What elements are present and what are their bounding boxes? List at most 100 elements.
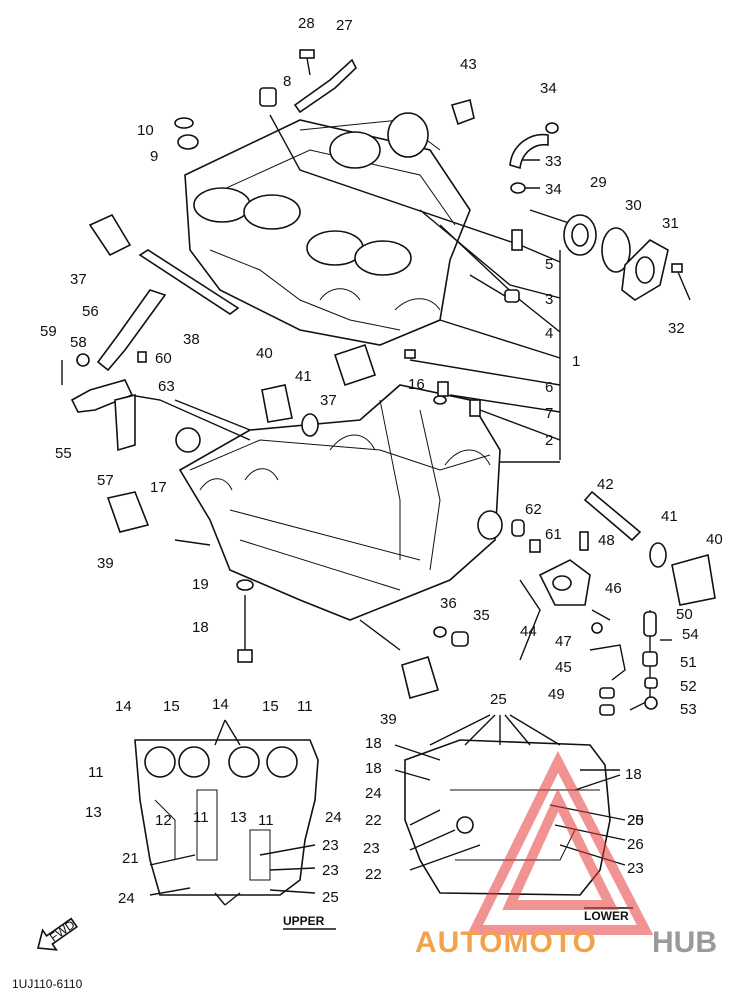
callout: 25 (490, 691, 507, 708)
callout: 52 (680, 678, 697, 695)
callout: 6 (545, 379, 553, 396)
callout: 39 (97, 555, 114, 572)
callout: 31 (662, 215, 679, 232)
callout: 23 (363, 840, 380, 857)
callout: 40 (256, 345, 273, 362)
callout: 18 (365, 760, 382, 777)
watermark-hub: HUB (652, 926, 717, 959)
callout: 55 (55, 445, 72, 462)
lower-crankcase (178, 384, 503, 621)
callout: 63 (158, 378, 175, 395)
callout: 11 (193, 809, 209, 826)
callout: 43 (460, 56, 477, 73)
layout-leaders (149, 714, 626, 906)
callout: 15 (262, 698, 279, 715)
callout: 33 (545, 153, 562, 170)
small-parts (61, 49, 716, 716)
callout: 13 (85, 804, 102, 821)
callout: 7 (545, 405, 553, 422)
callout: 15 (163, 698, 180, 715)
callout: 36 (440, 595, 457, 612)
upper-crankcase (184, 112, 471, 346)
callout: 11 (297, 698, 313, 715)
callout: 30 (625, 197, 642, 214)
callout: 11 (258, 812, 274, 829)
callout: 24 (118, 890, 135, 907)
callout: 41 (295, 368, 312, 385)
callout: 53 (680, 701, 697, 718)
callout: 22 (365, 866, 382, 883)
callout: 11 (88, 764, 104, 781)
callout: 59 (40, 323, 57, 340)
callout: 46 (605, 580, 622, 597)
callout: 45 (555, 659, 572, 676)
watermark-auto: AUTOMOTO (415, 926, 597, 959)
watermark: AUTOMOTO HUB (415, 750, 717, 959)
callout: 41 (661, 508, 678, 525)
leader-lines (129, 114, 651, 711)
callout: 27 (336, 17, 353, 34)
callout: 24 (365, 785, 382, 802)
callout: 18 (625, 766, 642, 783)
callout: 42 (597, 476, 614, 493)
callout: 26 (627, 836, 644, 853)
callout: 37 (320, 392, 337, 409)
callout: 14 (212, 696, 229, 713)
callout: 51 (680, 654, 697, 671)
callout: 60 (155, 350, 172, 367)
callout: 17 (150, 479, 167, 496)
callout: 4 (545, 325, 553, 342)
callout: 14 (115, 698, 132, 715)
callout: 39 (380, 711, 397, 728)
callout: 16 (408, 376, 425, 393)
callout: 47 (555, 633, 572, 650)
callout: 28 (298, 15, 315, 32)
callout: 24 (325, 809, 342, 826)
lower-bolt-layout (404, 739, 611, 896)
callout: 9 (150, 148, 158, 165)
callout: 12 (155, 812, 172, 829)
callout: 61 (545, 526, 562, 543)
callout: 18 (365, 735, 382, 752)
callout: 40 (706, 531, 723, 548)
upper-bolt-layout (134, 739, 319, 896)
callout: 54 (682, 626, 699, 643)
callout: 3 (545, 291, 553, 308)
callout: 23 (322, 862, 339, 879)
callout: 23 (322, 837, 339, 854)
callout: 57 (97, 472, 114, 489)
callout: 21 (122, 850, 139, 867)
callout: 44 (520, 623, 537, 640)
callout: 10 (137, 122, 154, 139)
callout: 8 (283, 73, 291, 90)
callout: 5 (545, 256, 553, 273)
callout: 49 (548, 686, 565, 703)
callout: 13 (230, 809, 247, 826)
callout: 19 (192, 576, 209, 593)
callout: 48 (598, 532, 615, 549)
callout: 20 (627, 812, 644, 829)
callout: 23 (627, 860, 644, 877)
callout: 2 (545, 432, 553, 449)
callout: 35 (473, 607, 490, 624)
callout: 34 (540, 80, 557, 97)
callout: 50 (676, 606, 693, 623)
callout: 1 (572, 353, 580, 370)
callout: 25 (627, 812, 644, 829)
callout: 62 (525, 501, 542, 518)
callout: 58 (70, 334, 87, 351)
callout-labels: 28 27 8 43 34 10 9 33 34 29 30 31 37 5 3… (40, 15, 723, 907)
callout: 32 (668, 320, 685, 337)
lower-label: LOWER (584, 909, 629, 923)
fwd-arrow: FWD (36, 917, 79, 951)
callout: 25 (322, 889, 339, 906)
callout: 38 (183, 331, 200, 348)
callout: 56 (82, 303, 99, 320)
upper-label: UPPER (283, 914, 325, 928)
callout: 29 (590, 174, 607, 191)
callout: 22 (365, 812, 382, 829)
callout: 37 (70, 271, 87, 288)
part-code: 1UJ110-6110 (12, 977, 83, 991)
callout: 18 (192, 619, 209, 636)
